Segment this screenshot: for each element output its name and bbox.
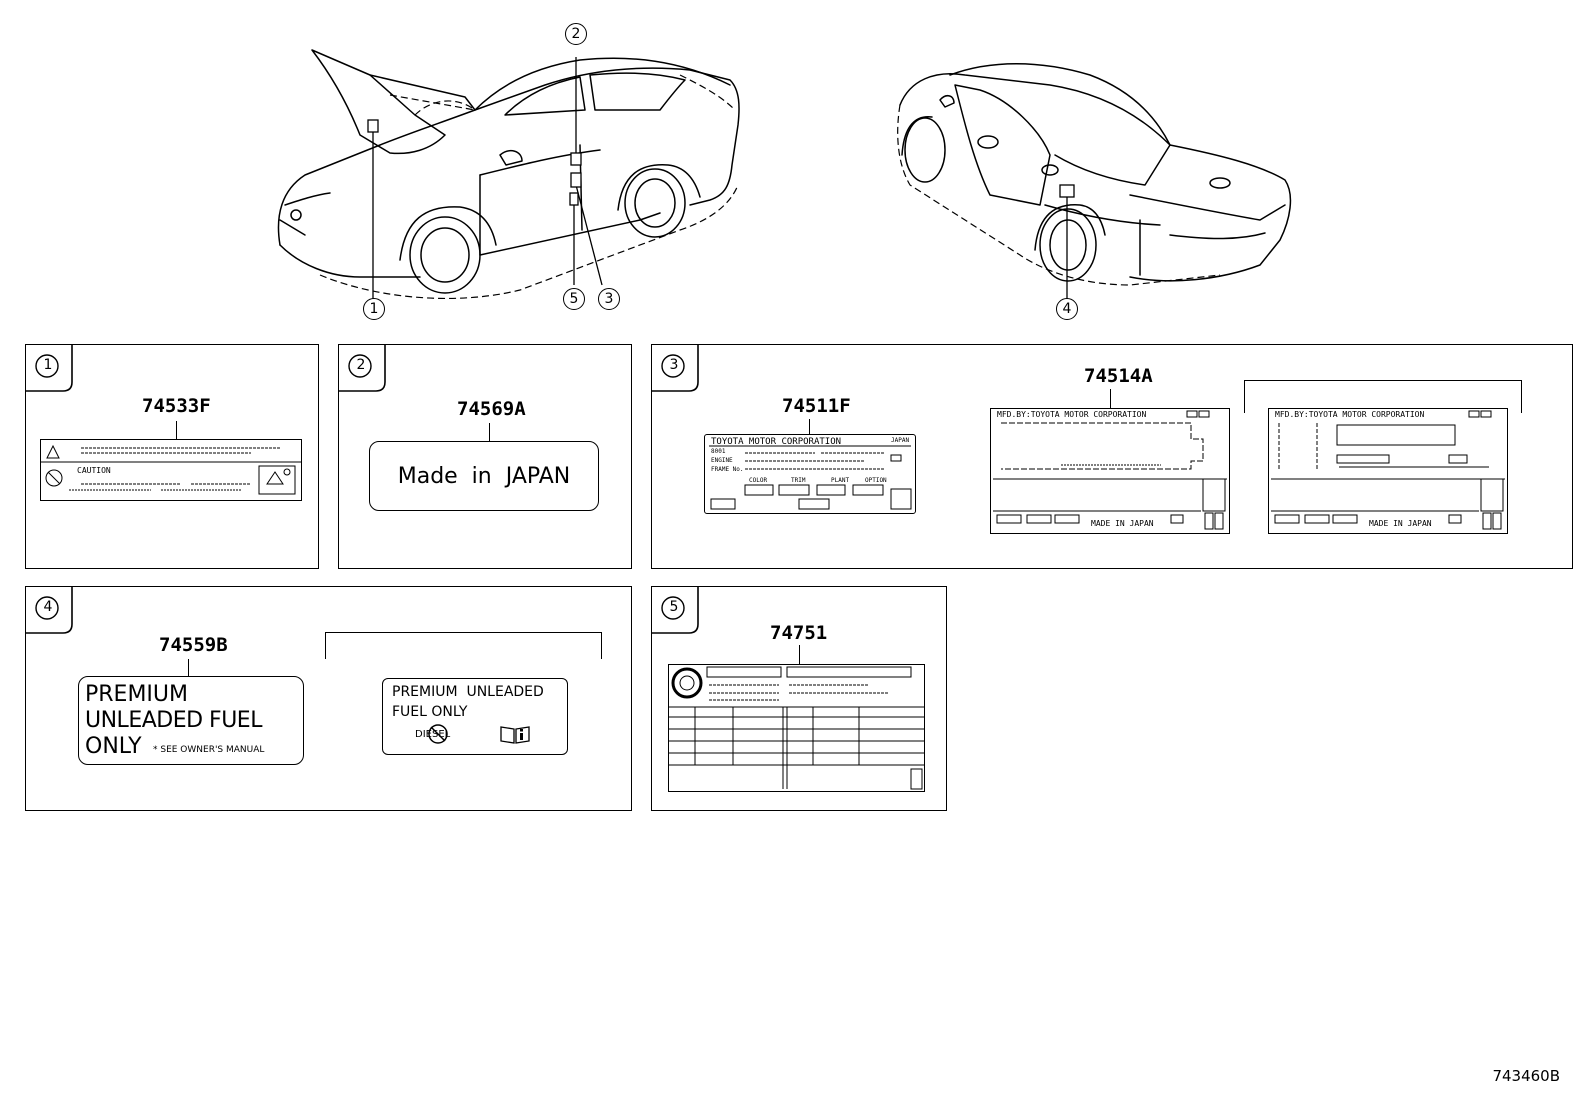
panel-number: 1 xyxy=(43,357,53,373)
plate-field-color: COLOR xyxy=(749,477,768,484)
panel-tab xyxy=(338,344,386,392)
panel-tab xyxy=(651,586,699,634)
diesel-text: DIESEL xyxy=(415,729,451,740)
panel-number: 2 xyxy=(356,357,366,373)
callout-5: 5 xyxy=(563,288,585,310)
fuel-label-large: PREMIUM UNLEADED FUEL ONLY * SEE OWNER'S… xyxy=(78,676,304,765)
plate-field-option: OPTION xyxy=(865,477,887,484)
fuel-line-3: ONLY xyxy=(85,734,142,759)
leader-line xyxy=(176,421,177,441)
plate-field-plant: PLANT xyxy=(831,477,850,484)
fuel-note: * SEE OWNER'S MANUAL xyxy=(153,745,265,755)
rear-car-illustration xyxy=(897,63,1292,300)
panel-5: 5 74751 xyxy=(651,586,947,811)
part-number-74514A: 74514A xyxy=(1084,365,1153,387)
part-number-74559B: 74559B xyxy=(159,634,228,656)
plate-field-trim: TRIM xyxy=(791,477,806,484)
leader-line xyxy=(799,645,800,665)
front-car-illustration xyxy=(277,49,740,299)
diagram-code: 743460B xyxy=(1492,1067,1560,1085)
variant-bracket xyxy=(325,632,602,659)
cert-artwork xyxy=(993,410,1227,530)
fuel-line-1: PREMIUM xyxy=(85,682,189,707)
plate-artwork xyxy=(709,445,912,510)
part-number-74569A: 74569A xyxy=(457,398,526,420)
owners-manual-icon xyxy=(500,726,530,744)
variant-bracket xyxy=(1244,380,1522,413)
fuel-line-2: UNLEADED FUEL xyxy=(85,708,262,733)
plate-row-1: 8001 xyxy=(711,448,726,455)
cert-made-in-japan: MADE IN JAPAN xyxy=(1369,519,1432,528)
hood-caution-label: CAUTION xyxy=(40,439,302,501)
panel-tab xyxy=(25,344,73,392)
certification-label-variant: MFD.BY:TOYOTA MOTOR CORPORATION MADE IN … xyxy=(1268,408,1508,534)
certification-label: MFD.BY:TOYOTA MOTOR CORPORATION MADE IN … xyxy=(990,408,1230,534)
cert-made-in-japan: MADE IN JAPAN xyxy=(1091,519,1154,528)
leader-line xyxy=(809,419,810,435)
callout-4: 4 xyxy=(1056,298,1078,320)
no-diesel-icon xyxy=(428,724,448,744)
caution-text: CAUTION xyxy=(77,466,111,475)
callout-1: 1 xyxy=(363,298,385,320)
made-in-japan-label: Made in JAPAN xyxy=(369,441,599,511)
panel-tab xyxy=(25,586,73,634)
panel-tab xyxy=(651,344,699,392)
alt-fuel-line-2: FUEL ONLY xyxy=(392,704,468,720)
cert-maker: MFD.BY:TOYOTA MOTOR CORPORATION xyxy=(1275,410,1425,419)
label-artwork xyxy=(41,444,301,495)
leader-line xyxy=(1110,389,1111,409)
leader-line xyxy=(489,423,490,443)
panel-2: 2 74569A Made in JAPAN xyxy=(338,344,632,569)
plate-row-engine: ENGINE xyxy=(711,457,733,464)
part-number-74751: 74751 xyxy=(770,622,828,644)
fuel-label-small: PREMIUM UNLEADED FUEL ONLY DIESEL xyxy=(382,678,568,755)
callout-2: 2 xyxy=(565,23,587,45)
panel-number: 4 xyxy=(43,599,53,615)
plate-row-frame: FRAME No. xyxy=(711,466,744,473)
tire-placard-label xyxy=(668,664,925,792)
part-number-74511F: 74511F xyxy=(782,395,851,417)
tire-placard-artwork xyxy=(669,666,924,790)
panel-3: 3 74511F TOYOTA MOTOR CORPORATION JAPAN … xyxy=(651,344,1573,569)
alt-fuel-line-1: PREMIUM UNLEADED xyxy=(392,684,544,700)
part-number-74533F: 74533F xyxy=(142,395,211,417)
panel-1: 1 74533F CAUTION xyxy=(25,344,319,569)
panel-number: 3 xyxy=(669,357,679,373)
vin-plate-label: TOYOTA MOTOR CORPORATION JAPAN 8001 ENGI… xyxy=(704,434,916,514)
cert-artwork xyxy=(1271,410,1505,530)
callout-3: 3 xyxy=(598,288,620,310)
plate-maker: TOYOTA MOTOR CORPORATION xyxy=(711,437,842,447)
cert-maker: MFD.BY:TOYOTA MOTOR CORPORATION xyxy=(997,410,1147,419)
panel-number: 5 xyxy=(669,599,679,615)
plate-country: JAPAN xyxy=(891,437,910,444)
leader-line xyxy=(188,659,189,677)
panel-4: 4 74559B PREMIUM UNLEADED FUEL ONLY * SE… xyxy=(25,586,632,811)
made-in-japan-text: Made in JAPAN xyxy=(397,464,571,489)
